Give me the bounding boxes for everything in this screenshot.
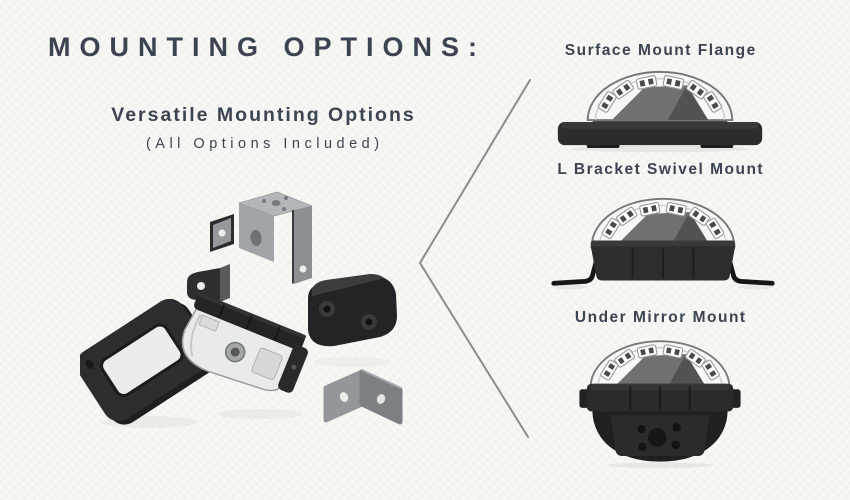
subtitle: Versatile Mounting Options <box>111 104 416 126</box>
l-bracket-swivel-mount-image <box>551 197 775 290</box>
page-title: MOUNTING OPTIONS: <box>48 32 486 62</box>
under-mirror-mount-image <box>579 340 741 469</box>
option-label-surface-mount: Surface Mount Flange <box>564 42 757 59</box>
option-label-under-mirror: Under Mirror Mount <box>574 309 747 326</box>
exploded-parts-illustration <box>80 191 403 428</box>
swivel-rubber-pod-part <box>308 274 397 347</box>
shadow <box>314 357 390 367</box>
clear-led-light-unit-part <box>181 292 308 393</box>
subtitle-note: (All Options Included) <box>145 136 384 152</box>
metal-l-bracket-part <box>323 369 403 425</box>
shadow <box>218 409 302 419</box>
small-l-bracket-part <box>187 264 230 302</box>
option-label-l-bracket-swivel: L Bracket Swivel Mount <box>557 161 765 178</box>
surface-mount-flange-image <box>557 70 763 153</box>
under-mirror-metal-bracket-part <box>210 191 313 284</box>
